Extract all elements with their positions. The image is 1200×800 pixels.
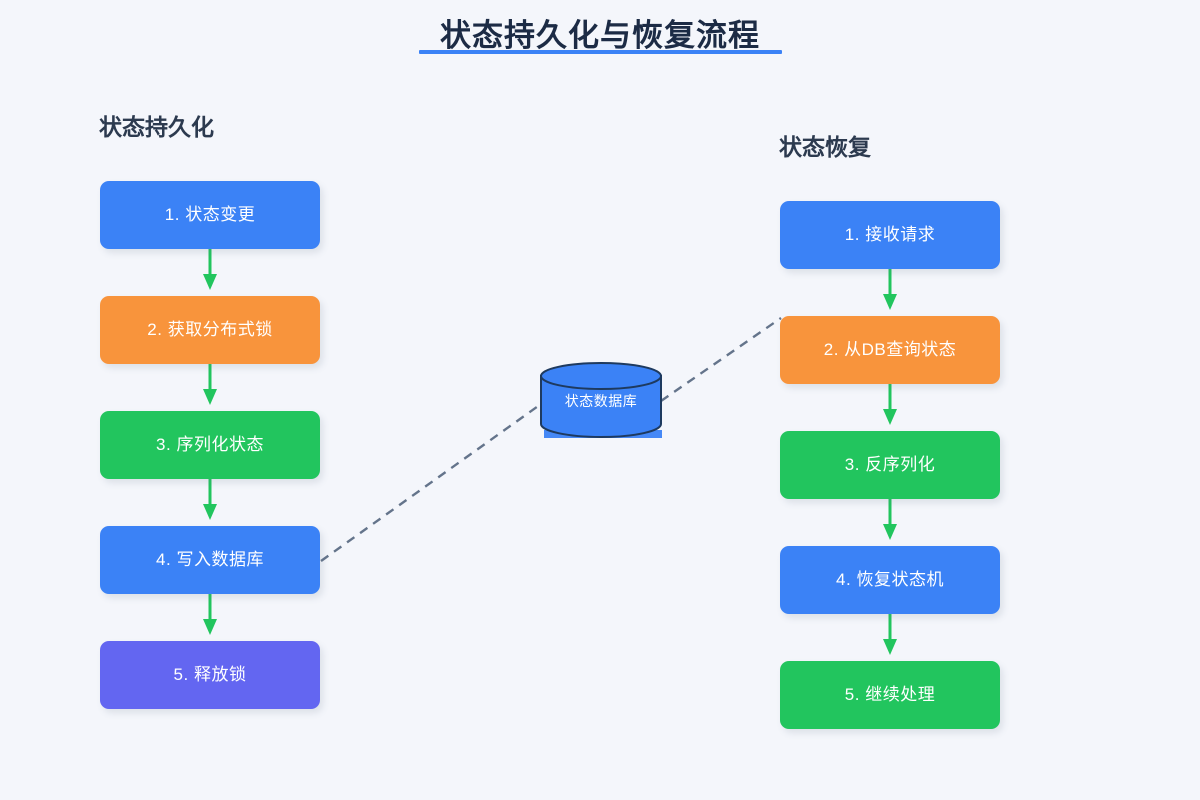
database-node[interactable]: 状态数据库: [540, 362, 662, 440]
left-step-3[interactable]: 3. 序列化状态: [100, 411, 320, 479]
arrow-left-4-to-5: [203, 594, 217, 635]
left-step-1-label: 1. 状态变更: [164, 204, 256, 224]
dashed-link-write-to-db: [320, 403, 542, 562]
right-step-2[interactable]: 2. 从DB查询状态: [780, 316, 1000, 384]
right-step-3[interactable]: 3. 反序列化: [780, 431, 1000, 499]
arrow-left-2-to-3: [203, 364, 217, 405]
database-cylinder-icon: [540, 362, 662, 438]
left-step-3-label: 3. 序列化状态: [156, 434, 264, 454]
left-step-1[interactable]: 1. 状态变更: [100, 181, 320, 249]
left-step-2-label: 2. 获取分布式锁: [147, 319, 273, 339]
left-step-2[interactable]: 2. 获取分布式锁: [100, 296, 320, 364]
arrow-right-1-to-2: [883, 269, 897, 310]
arrow-left-1-to-2: [203, 249, 217, 290]
left-step-4[interactable]: 4. 写入数据库: [100, 526, 320, 594]
right-step-2-label: 2. 从DB查询状态: [823, 339, 957, 359]
arrow-right-2-to-3: [883, 384, 897, 425]
right-step-1[interactable]: 1. 接收请求: [780, 201, 1000, 269]
arrow-right-4-to-5: [883, 614, 897, 655]
arrow-left-3-to-4: [203, 479, 217, 520]
right-step-4[interactable]: 4. 恢复状态机: [780, 546, 1000, 614]
dashed-link-db-to-query: [660, 317, 782, 402]
right-step-1-label: 1. 接收请求: [844, 224, 936, 244]
right-step-3-label: 3. 反序列化: [844, 454, 936, 474]
left-step-5[interactable]: 5. 释放锁: [100, 641, 320, 709]
page-title: 状态持久化与恢复流程: [440, 18, 760, 53]
column-header-recovery: 状态恢复: [779, 134, 871, 160]
left-step-5-label: 5. 释放锁: [173, 664, 247, 684]
right-step-4-label: 4. 恢复状态机: [836, 569, 944, 589]
left-step-4-label: 4. 写入数据库: [156, 549, 264, 569]
arrow-right-3-to-4: [883, 499, 897, 540]
right-step-5-label: 5. 继续处理: [844, 684, 936, 704]
column-header-persistence: 状态持久化: [99, 114, 214, 140]
right-step-5[interactable]: 5. 继续处理: [780, 661, 1000, 729]
title-underline-accent: [419, 50, 782, 54]
